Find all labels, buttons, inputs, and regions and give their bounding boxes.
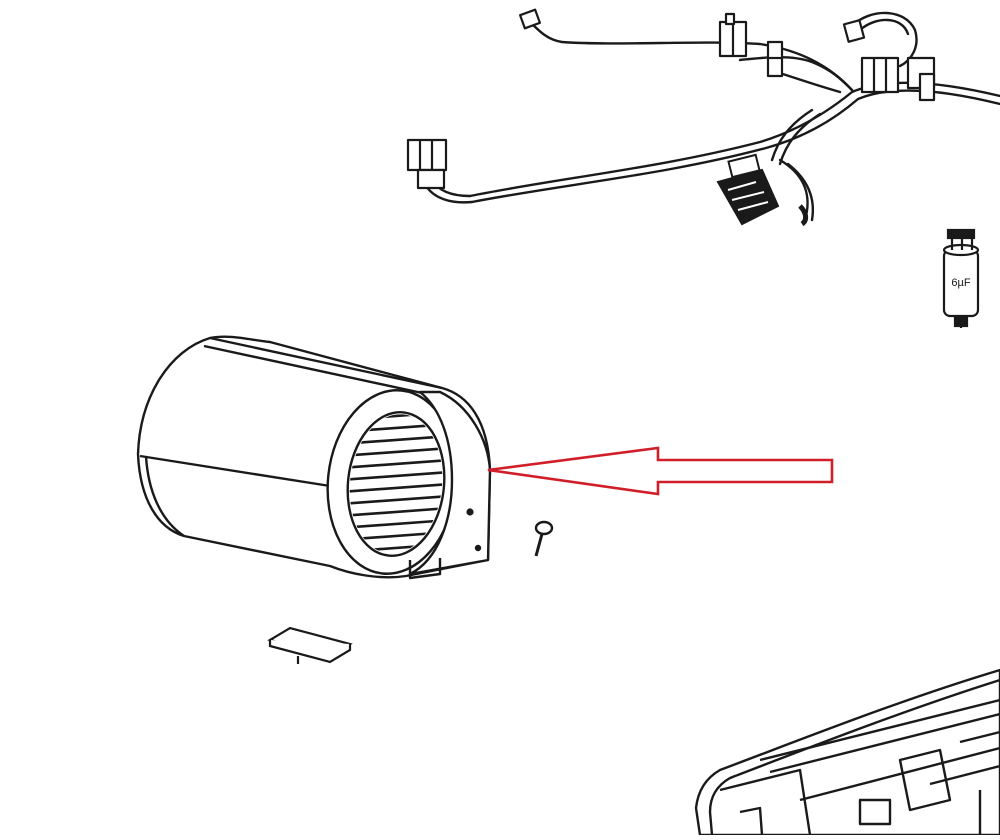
- harness-connectors: [406, 8, 936, 190]
- blower-mount-foot: [408, 558, 442, 580]
- connector-left: [406, 138, 448, 172]
- connector-top-right: [842, 19, 866, 43]
- screw: [534, 520, 554, 557]
- connector-small-top: [518, 8, 542, 30]
- mounting-plate: [267, 626, 353, 664]
- red-arrow-outline: [487, 446, 834, 496]
- capacitor-marking: 6µF: [951, 277, 970, 289]
- wiring-harness: [424, 11, 1000, 222]
- capacitor: 6µF: [942, 228, 980, 328]
- harness-plug: [716, 153, 809, 227]
- pointer-arrow: [487, 446, 834, 496]
- blower-fan: [136, 335, 492, 580]
- connector-junction: [860, 56, 900, 94]
- base-tray: [694, 668, 1000, 837]
